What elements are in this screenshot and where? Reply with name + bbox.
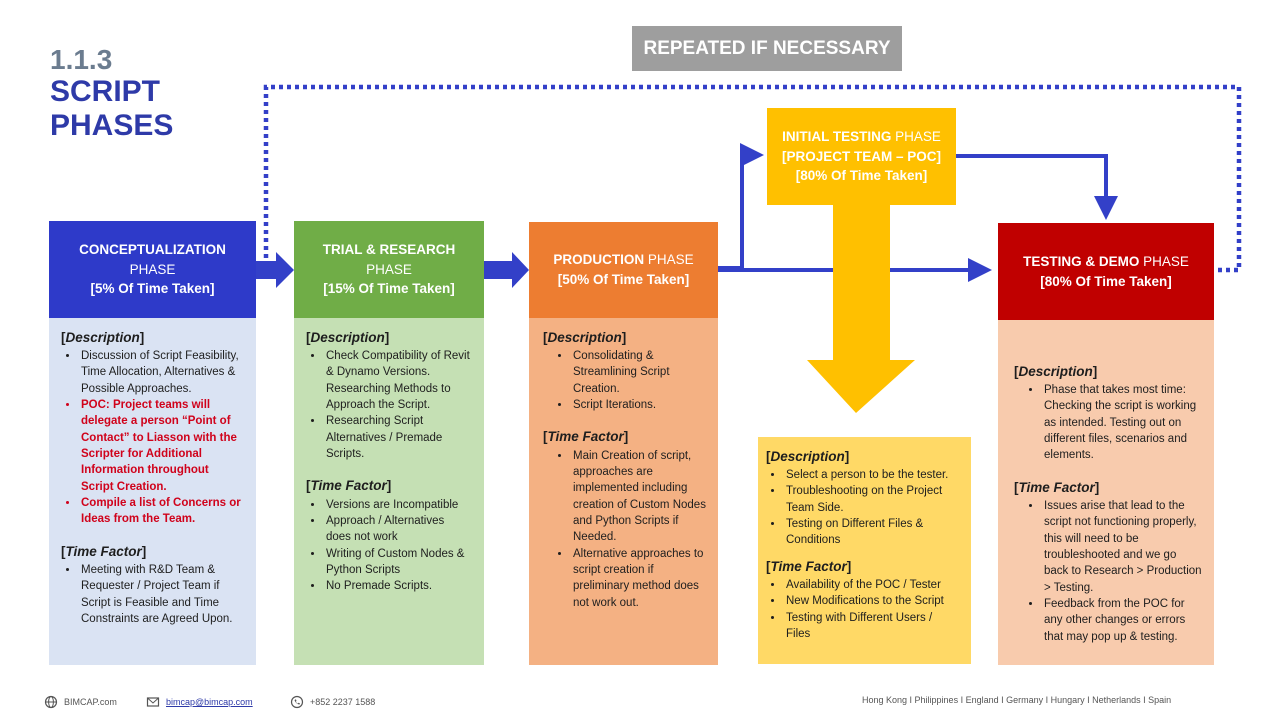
production-time: [50% Of Time Taken] xyxy=(557,272,690,287)
repeat-loop-line xyxy=(263,84,1242,273)
conceptualization-time: [5% Of Time Taken] xyxy=(90,281,215,297)
description-heading: [Description] xyxy=(1014,364,1098,379)
phone-icon xyxy=(290,695,304,709)
time-factor-heading: [Time Factor] xyxy=(1014,479,1100,495)
description-heading: [Description] xyxy=(306,330,390,345)
production-time-factor-list: Main Creation of script, approaches are … xyxy=(543,448,706,611)
testing-time-factor-list: Issues arise that lead to the script not… xyxy=(1014,498,1202,645)
initial-phase-word: PHASE xyxy=(895,129,941,145)
list-item: Issues arise that lead to the script not… xyxy=(1042,498,1202,596)
section-number: 1.1.3 xyxy=(50,44,113,75)
repeated-label: REPEATED IF NECESSARY xyxy=(632,26,902,71)
testing-time: [80% Of Time Taken] xyxy=(1040,273,1172,289)
description-heading: [Description] xyxy=(766,449,850,464)
list-item: Discussion of Script Feasibility, Time A… xyxy=(79,348,244,397)
list-item: POC: Project teams will delegate a perso… xyxy=(79,397,244,495)
testing-demo-details: [Description] Phase that takes most time… xyxy=(998,320,1214,665)
conceptualization-phase-header: CONCEPTUALIZATION PHASE [5% Of Time Take… xyxy=(49,221,256,318)
testing-name: TESTING & DEMO xyxy=(1023,253,1140,269)
testing-description-list: Phase that takes most time: Checking the… xyxy=(1014,382,1202,464)
title-line-2: PHASES xyxy=(50,108,174,142)
list-item: No Premade Scripts. xyxy=(324,578,472,594)
initial-name: INITIAL TESTING xyxy=(782,129,892,145)
title-line-1: SCRIPT xyxy=(50,75,161,109)
list-item: Phase that takes most time: Checking the… xyxy=(1042,382,1202,464)
footer-locations: Hong Kong I Philippines I England I Germ… xyxy=(862,695,1171,705)
list-item: Availability of the POC / Tester xyxy=(784,577,959,593)
globe-icon xyxy=(44,695,58,709)
initial-down-arrow xyxy=(807,205,915,413)
email-link[interactable]: bimcap@bimcap.com xyxy=(166,697,253,707)
website-text[interactable]: BIMCAP.com xyxy=(64,697,117,707)
locations-text: Hong Kong I Philippines I England I Germ… xyxy=(862,695,1172,705)
list-item: Script Iterations. xyxy=(571,397,706,413)
list-item: Feedback from the POC for any other chan… xyxy=(1042,596,1202,645)
time-factor-heading: [Time Factor] xyxy=(766,558,852,574)
conceptualization-phase-word: PHASE xyxy=(129,261,176,277)
time-factor-heading: [Time Factor] xyxy=(61,543,147,559)
initial-team: [PROJECT TEAM – POC] xyxy=(781,148,941,164)
time-factor-heading: [Time Factor] xyxy=(543,429,629,445)
list-item: Testing on Different Files & Conditions xyxy=(784,516,959,549)
trial-description-list: Check Compatibility of Revit & Dynamo Ve… xyxy=(306,348,472,462)
description-heading: [Description] xyxy=(61,330,145,345)
list-item: Compile a list of Concerns or Ideas from… xyxy=(79,495,244,528)
trial-phase-word: PHASE xyxy=(366,261,412,277)
footer-website[interactable]: BIMCAP.com xyxy=(44,695,117,709)
list-item: Approach / Alternatives does not work xyxy=(324,513,472,546)
list-item: Testing with Different Users / Files xyxy=(784,610,959,643)
initial-time-factor-list: Availability of the POC / Tester New Mod… xyxy=(766,577,959,642)
list-item: New Modifications to the Script xyxy=(784,593,959,609)
list-item: Main Creation of script, approaches are … xyxy=(571,448,706,546)
list-item: Check Compatibility of Revit & Dynamo Ve… xyxy=(324,348,472,413)
production-name: PRODUCTION xyxy=(553,252,645,268)
footer-phone: +852 2237 1588 xyxy=(290,695,375,709)
trial-time-factor-list: Versions are Incompatible Approach / Alt… xyxy=(306,497,472,595)
mail-icon xyxy=(146,697,160,707)
conceptualization-details: [Description] Discussion of Script Feasi… xyxy=(49,318,256,665)
footer-email[interactable]: bimcap@bimcap.com xyxy=(146,695,253,709)
trial-name: TRIAL & RESEARCH xyxy=(322,242,456,258)
arrow-initial-to-testing xyxy=(956,154,1118,220)
list-item: Alternative approaches to script creatio… xyxy=(571,546,706,611)
list-item: Select a person to be the tester. xyxy=(784,467,959,483)
arrow-concept-to-trial xyxy=(256,252,294,288)
trial-details: [Description] Check Compatibility of Rev… xyxy=(294,318,484,665)
conceptualization-description-list: Discussion of Script Feasibility, Time A… xyxy=(61,348,244,528)
description-heading: [Description] xyxy=(543,330,627,345)
arrow-production-to-initial xyxy=(718,143,764,270)
testing-phase-word: PHASE xyxy=(1143,253,1189,269)
list-item: Consolidating & Streamlining Script Crea… xyxy=(571,348,706,397)
phone-text: +852 2237 1588 xyxy=(310,697,376,707)
page-title: 1.1.3 SCRIPT PHASES xyxy=(50,44,173,143)
initial-time: [80% Of Time Taken] xyxy=(795,168,928,184)
arrow-trial-to-production xyxy=(484,252,529,288)
production-details: [Description] Consolidating & Streamlini… xyxy=(529,318,718,665)
testing-demo-phase-header: TESTING & DEMO PHASE [80% Of Time Taken] xyxy=(998,223,1214,320)
production-description-list: Consolidating & Streamlining Script Crea… xyxy=(543,348,706,413)
trial-time: [15% Of Time Taken] xyxy=(323,281,455,297)
conceptualization-time-factor-list: Meeting with R&D Team & Requester / Proj… xyxy=(61,562,244,627)
conceptualization-name: CONCEPTUALIZATION xyxy=(79,242,226,258)
production-phase-word: PHASE xyxy=(647,252,694,268)
list-item: Researching Script Alternatives / Premad… xyxy=(324,413,472,462)
initial-testing-details: [Description] Select a person to be the … xyxy=(758,437,971,664)
trial-phase-header: TRIAL & RESEARCH PHASE [15% Of Time Take… xyxy=(294,221,484,318)
initial-description-list: Select a person to be the tester. Troubl… xyxy=(766,467,959,549)
time-factor-heading: [Time Factor] xyxy=(306,478,392,494)
list-item: Writing of Custom Nodes & Python Scripts xyxy=(324,546,472,579)
list-item: Meeting with R&D Team & Requester / Proj… xyxy=(79,562,244,627)
list-item: Troubleshooting on the Project Team Side… xyxy=(784,483,959,516)
initial-testing-phase-header: INITIAL TESTING PHASE [PROJECT TEAM – PO… xyxy=(767,108,956,205)
list-item: Versions are Incompatible xyxy=(324,497,472,513)
production-phase-header: PRODUCTION PHASE [50% Of Time Taken] xyxy=(529,222,718,318)
